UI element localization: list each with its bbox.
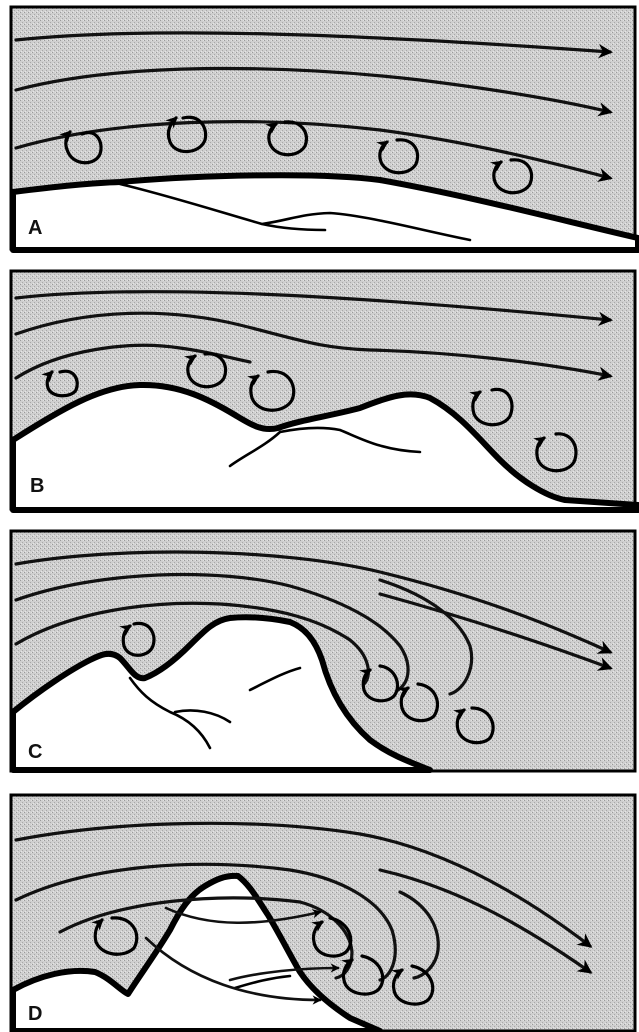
- panel-b: B: [11, 271, 638, 510]
- panel-a: A: [11, 7, 638, 250]
- panel-d: D: [11, 795, 635, 1031]
- panel-c-label: C: [28, 741, 42, 763]
- panel-c: C: [11, 531, 635, 771]
- panel-d-label: D: [28, 1003, 42, 1025]
- panel-a-label: A: [28, 217, 42, 239]
- panel-b-label: B: [30, 475, 44, 497]
